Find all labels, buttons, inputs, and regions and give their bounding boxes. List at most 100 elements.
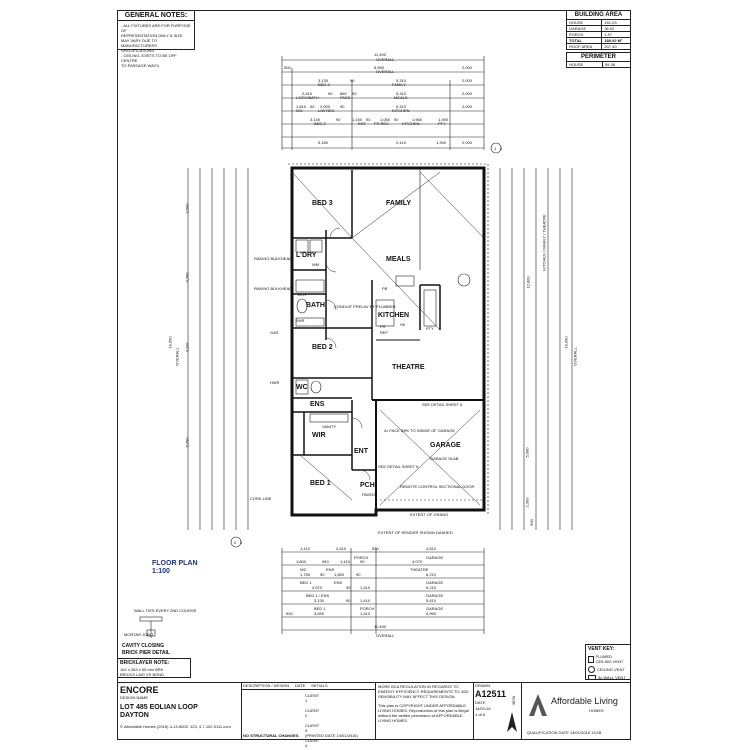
dim-label: ENS <box>334 580 343 585</box>
section-marker-label: 3 <box>240 540 243 545</box>
room-ldry: L'DRY <box>296 252 317 259</box>
north-arrow-icon <box>505 710 519 736</box>
vent-key-label: CEILING VENT <box>597 667 625 672</box>
note-vanity: VANITY <box>322 424 337 429</box>
dim-label: WC <box>296 108 303 113</box>
vent-key-item: 3c WALL VENT <box>586 674 630 681</box>
room-wc: WC <box>296 384 308 391</box>
general-notes-body: - ALL FIXTURES ARE FOR PURPOSE OF REPRES… <box>118 21 194 70</box>
dim: 3,130 <box>314 598 325 603</box>
dim-label: PORCH <box>354 555 369 560</box>
section-markers <box>230 142 502 548</box>
floor-plan-title: FLOOR PLAN <box>152 560 198 567</box>
dim: 4,810 <box>426 546 437 551</box>
title-block-brand: Affordable Living HOMES QUALIFICATION DA… <box>521 682 631 740</box>
client-row: CLIENT 3 <box>305 723 320 733</box>
dim: 6,210 <box>426 572 437 577</box>
dim: 1,390 <box>436 140 447 145</box>
dim: 530 <box>372 546 379 551</box>
dim-right-overall-label: OVERALL <box>572 347 578 366</box>
note-see-detail-pch: SEE DETAIL SHEET 6 <box>378 464 419 469</box>
dim-right-overall: 19,690 <box>563 336 569 349</box>
dim: 2,000 <box>462 104 473 109</box>
dim-label: KITCHEN <box>392 108 410 113</box>
area-value: 207.40 <box>601 43 631 50</box>
room-kitchen: KITCHEN <box>378 312 410 319</box>
vent-key-item: FLUMED CEILING VENT <box>586 653 630 665</box>
dim: 2,610 <box>336 546 347 551</box>
dim: 2,000 <box>320 104 331 109</box>
dim-label: BED 1 / ENS <box>306 593 330 598</box>
brand-sub: HOMES <box>589 708 604 713</box>
sheet-border <box>117 10 631 740</box>
dim: 1,410 <box>360 585 371 590</box>
mortar-note: MORTAR JOINT <box>124 632 154 637</box>
dim: 2,000 <box>462 65 473 70</box>
client-row: CLIENT 1 <box>305 693 320 703</box>
note-see-detail: SEE DETAIL SHEET 6 <box>422 402 463 407</box>
dim: 90 <box>366 117 371 122</box>
dim-label: PORCH <box>360 606 375 611</box>
general-notes: GENERAL NOTES: - ALL FIXTURES ARE FOR PU… <box>117 10 195 68</box>
dim: 2,000 <box>462 91 473 96</box>
room-meals: MEALS <box>386 256 411 263</box>
ceiling-vent-icon <box>588 666 595 673</box>
bricklayer-title: BRICKLAYER NOTE: <box>120 660 170 666</box>
dim-label: BED 3 <box>318 82 330 87</box>
title-block <box>117 682 631 741</box>
revision-header-cell: DESCRIPTION / DESIGN <box>243 683 290 688</box>
note-gas: GAS <box>270 330 279 335</box>
dim: 90 <box>346 585 351 590</box>
dim: 500 <box>286 611 293 616</box>
bricklayer-note: BRICKLAYER NOTE: 162 x 263 x 50 mm BRK B… <box>117 658 191 678</box>
vent-key-item: CEILING VENT <box>586 665 630 674</box>
dim-label: PASS <box>340 95 351 100</box>
note-line: - ALL FIXTURES ARE FOR PURPOSE OF <box>121 23 191 33</box>
dim: 2,610 <box>302 91 313 96</box>
room-garage: GARAGE <box>430 442 461 449</box>
room-bed3: BED 3 <box>312 200 333 207</box>
design-name-sub: DESIGN NAME <box>120 695 149 700</box>
dim: 5,310 <box>396 104 407 109</box>
dim: 940 <box>322 559 329 564</box>
dimension-lines <box>187 59 573 631</box>
note-raking-bulkhead: RAKING BULKHEAD <box>254 286 293 291</box>
dim-label: OVERALL <box>376 69 395 74</box>
dim: 3,590 <box>314 611 325 616</box>
dim-label: PTY <box>438 121 446 126</box>
dim: 90 <box>336 117 341 122</box>
dim-left: 4,790 <box>184 272 190 283</box>
dim-label: L'DRY/BATH <box>296 95 319 100</box>
dim: 3,130 <box>310 117 321 122</box>
date-value: 14/01/16 <box>475 706 491 711</box>
note-cork: CORK LINE <box>250 496 272 501</box>
dim: 90 <box>360 559 365 564</box>
revision-header-cell: DATE <box>295 683 306 688</box>
note-line: MAY VARY DUE TO MANUFACTURERS <box>121 38 158 48</box>
note-line: - CEILING JOISTS TO BE OFF CENTRE <box>121 53 177 63</box>
note-bth: BTH <box>298 292 306 297</box>
title-block-design: ENCORE DESIGN NAME LOT 485 EOLIAN LOOP D… <box>117 682 242 740</box>
dim: 1,600 <box>296 559 307 564</box>
title-block-revisions: DESCRIPTION / DESIGN DATE INITIALS CLIEN… <box>241 682 376 748</box>
dim: 500 <box>284 65 291 70</box>
area-label: ROOF AREA <box>565 43 603 50</box>
dim: 2,410 <box>396 140 407 145</box>
copyright-small: © Affordable Homes (2016) 4-13-5000. 123… <box>120 724 231 729</box>
dim: 8,990 <box>374 65 385 70</box>
dim: 1,410 <box>340 559 351 564</box>
dim-label: L/W REC <box>318 108 335 113</box>
raking-ceiling-lines <box>291 171 485 506</box>
doors <box>325 227 371 481</box>
dim: 90 <box>356 572 361 577</box>
design-name: ENCORE <box>120 685 159 695</box>
brand-name: Affordable Living <box>551 696 618 706</box>
room-bed2: BED 2 <box>312 344 333 351</box>
footer-small: QUALIFICATION DATE 14/01/2016 13:28 <box>527 730 602 735</box>
dim: 3,670 <box>312 585 323 590</box>
note-line: REPRESENTATION ONLY & SIZE <box>121 33 183 38</box>
building-area-title: BUILDING AREA <box>566 10 631 19</box>
room-ens: ENS <box>310 401 325 408</box>
vent-key-label: 3c WALL VENT <box>598 675 626 680</box>
